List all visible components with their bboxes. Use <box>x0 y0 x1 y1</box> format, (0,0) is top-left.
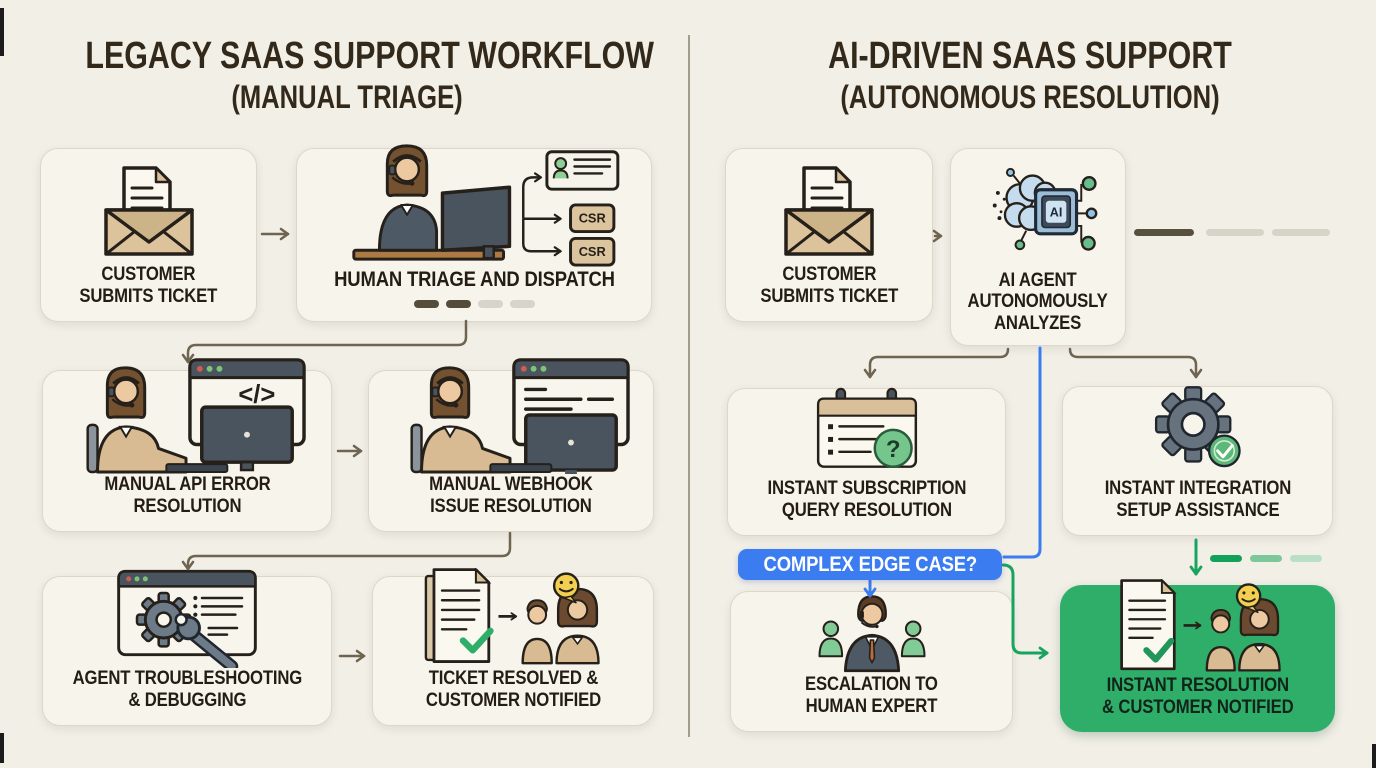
progress-pill <box>445 300 471 308</box>
progress-pill <box>509 300 535 308</box>
node-label: TICKET RESOLVED & CUSTOMER NOTIFIED <box>425 668 601 711</box>
legacy-panel-title: LEGACY SAAS SUPPORT WORKFLOW (MANUAL TRI… <box>85 35 655 116</box>
resolved-ticket-happy-customers-icon <box>373 558 653 668</box>
legacy-subtitle: (MANUAL TRIAGE) <box>231 79 463 116</box>
node-label: INSTANT SUBSCRIPTION QUERY RESOLUTION <box>767 478 966 521</box>
ai-title: AI-DRIVEN SAAS SUPPORT <box>828 35 1232 77</box>
connector-ai-to-edge-case <box>1002 346 1042 559</box>
csr-tag-2-text: CSR <box>579 244 606 259</box>
node-label: AGENT TROUBLESHOOTING & DEBUGGING <box>72 668 302 711</box>
resolved-ticket-happy-customers-icon <box>1060 569 1335 675</box>
node-label: ESCALATION TO HUMAN EXPERT <box>805 674 938 717</box>
progress-pill <box>477 300 503 308</box>
human-expert-icon <box>731 580 1012 674</box>
ai-chip-text: AI <box>1050 205 1063 219</box>
node-label: MANUAL API ERROR RESOLUTION <box>103 474 271 517</box>
question-glyph-text: ? <box>885 436 900 463</box>
node-human-triage-dispatch: CSR CSR HUMAN TRIAGE AND DISPATCH <box>296 144 652 322</box>
support-agent-dispatch-icon: CSR CSR <box>297 126 651 268</box>
node-label: MANUAL WEBHOOK ISSUE RESOLUTION <box>429 474 593 517</box>
node-ai-customer-submits-ticket: CUSTOMER SUBMITS TICKET <box>725 148 933 322</box>
csr-tag-1-text: CSR <box>579 211 606 226</box>
node-instant-subscription-query: ? INSTANT SUBSCRIPTION QUERY RESOLUTION <box>727 387 1006 536</box>
node-ai-agent-analyzes: AI AI AGENT AUTONOMOUSLY ANALYZES <box>950 148 1126 346</box>
node-instant-resolution-notified: INSTANT RESOLUTION & CUSTOMER NOTIFIED <box>1060 579 1335 732</box>
agent-code-browser-icon: </> <box>43 346 331 474</box>
triage-progress-pills <box>413 300 535 308</box>
code-glyph-text: </> <box>238 381 275 409</box>
envelope-ticket-icon <box>726 149 932 264</box>
node-label: HUMAN TRIAGE AND DISPATCH <box>333 268 615 292</box>
node-manual-webhook-issue-resolution: MANUAL WEBHOOK ISSUE RESOLUTION <box>368 358 654 532</box>
ai-brain-chip-icon: AI <box>951 142 1125 270</box>
envelope-ticket-icon <box>41 149 256 264</box>
browser-gear-wrench-icon <box>43 558 331 669</box>
node-agent-troubleshooting-debugging: AGENT TROUBLESHOOTING & DEBUGGING <box>42 569 332 726</box>
node-escalation-human-expert: ESCALATION TO HUMAN EXPERT <box>730 591 1013 732</box>
connector-ai-to-subscription <box>863 347 1010 379</box>
node-label: INSTANT INTEGRATION SETUP ASSISTANCE <box>1104 478 1291 521</box>
node-label: CUSTOMER SUBMITS TICKET <box>79 264 218 307</box>
ai-subtitle: (AUTONOMOUS RESOLUTION) <box>840 79 1220 116</box>
node-legacy-customer-submits-ticket: CUSTOMER SUBMITS TICKET <box>40 148 257 322</box>
node-label: CUSTOMER SUBMITS TICKET <box>760 264 898 307</box>
complex-edge-case-badge: COMPLEX EDGE CASE? <box>738 549 1002 580</box>
node-ticket-resolved-customer-notified: TICKET RESOLVED & CUSTOMER NOTIFIED <box>372 568 654 726</box>
green-progress-dashes <box>1210 555 1322 562</box>
gear-check-icon <box>1063 372 1332 478</box>
progress-pill <box>413 300 439 308</box>
edge-mark-bottom-left <box>0 733 4 763</box>
badge-label: COMPLEX EDGE CASE? <box>763 552 977 576</box>
center-divider <box>688 35 690 737</box>
agent-log-browser-icon <box>369 346 653 475</box>
node-label: INSTANT RESOLUTION & CUSTOMER NOTIFIED <box>1101 675 1294 718</box>
node-label: AI AGENT AUTONOMOUSLY ANALYZES <box>967 269 1109 334</box>
node-manual-api-error-resolution: </> MANUAL API ERROR RESOLUTION <box>42 358 332 532</box>
edge-mark-top-left <box>0 8 4 56</box>
ai-panel-title: AI-DRIVEN SAAS SUPPORT (AUTONOMOUS RESOL… <box>776 35 1283 116</box>
legacy-title: LEGACY SAAS SUPPORT WORKFLOW <box>85 35 655 77</box>
node-instant-integration-setup: INSTANT INTEGRATION SETUP ASSISTANCE <box>1062 386 1333 536</box>
edge-mark-bottom-right <box>1372 744 1376 768</box>
ai-progress-dashes <box>1134 229 1330 236</box>
calendar-question-icon: ? <box>728 376 1005 478</box>
